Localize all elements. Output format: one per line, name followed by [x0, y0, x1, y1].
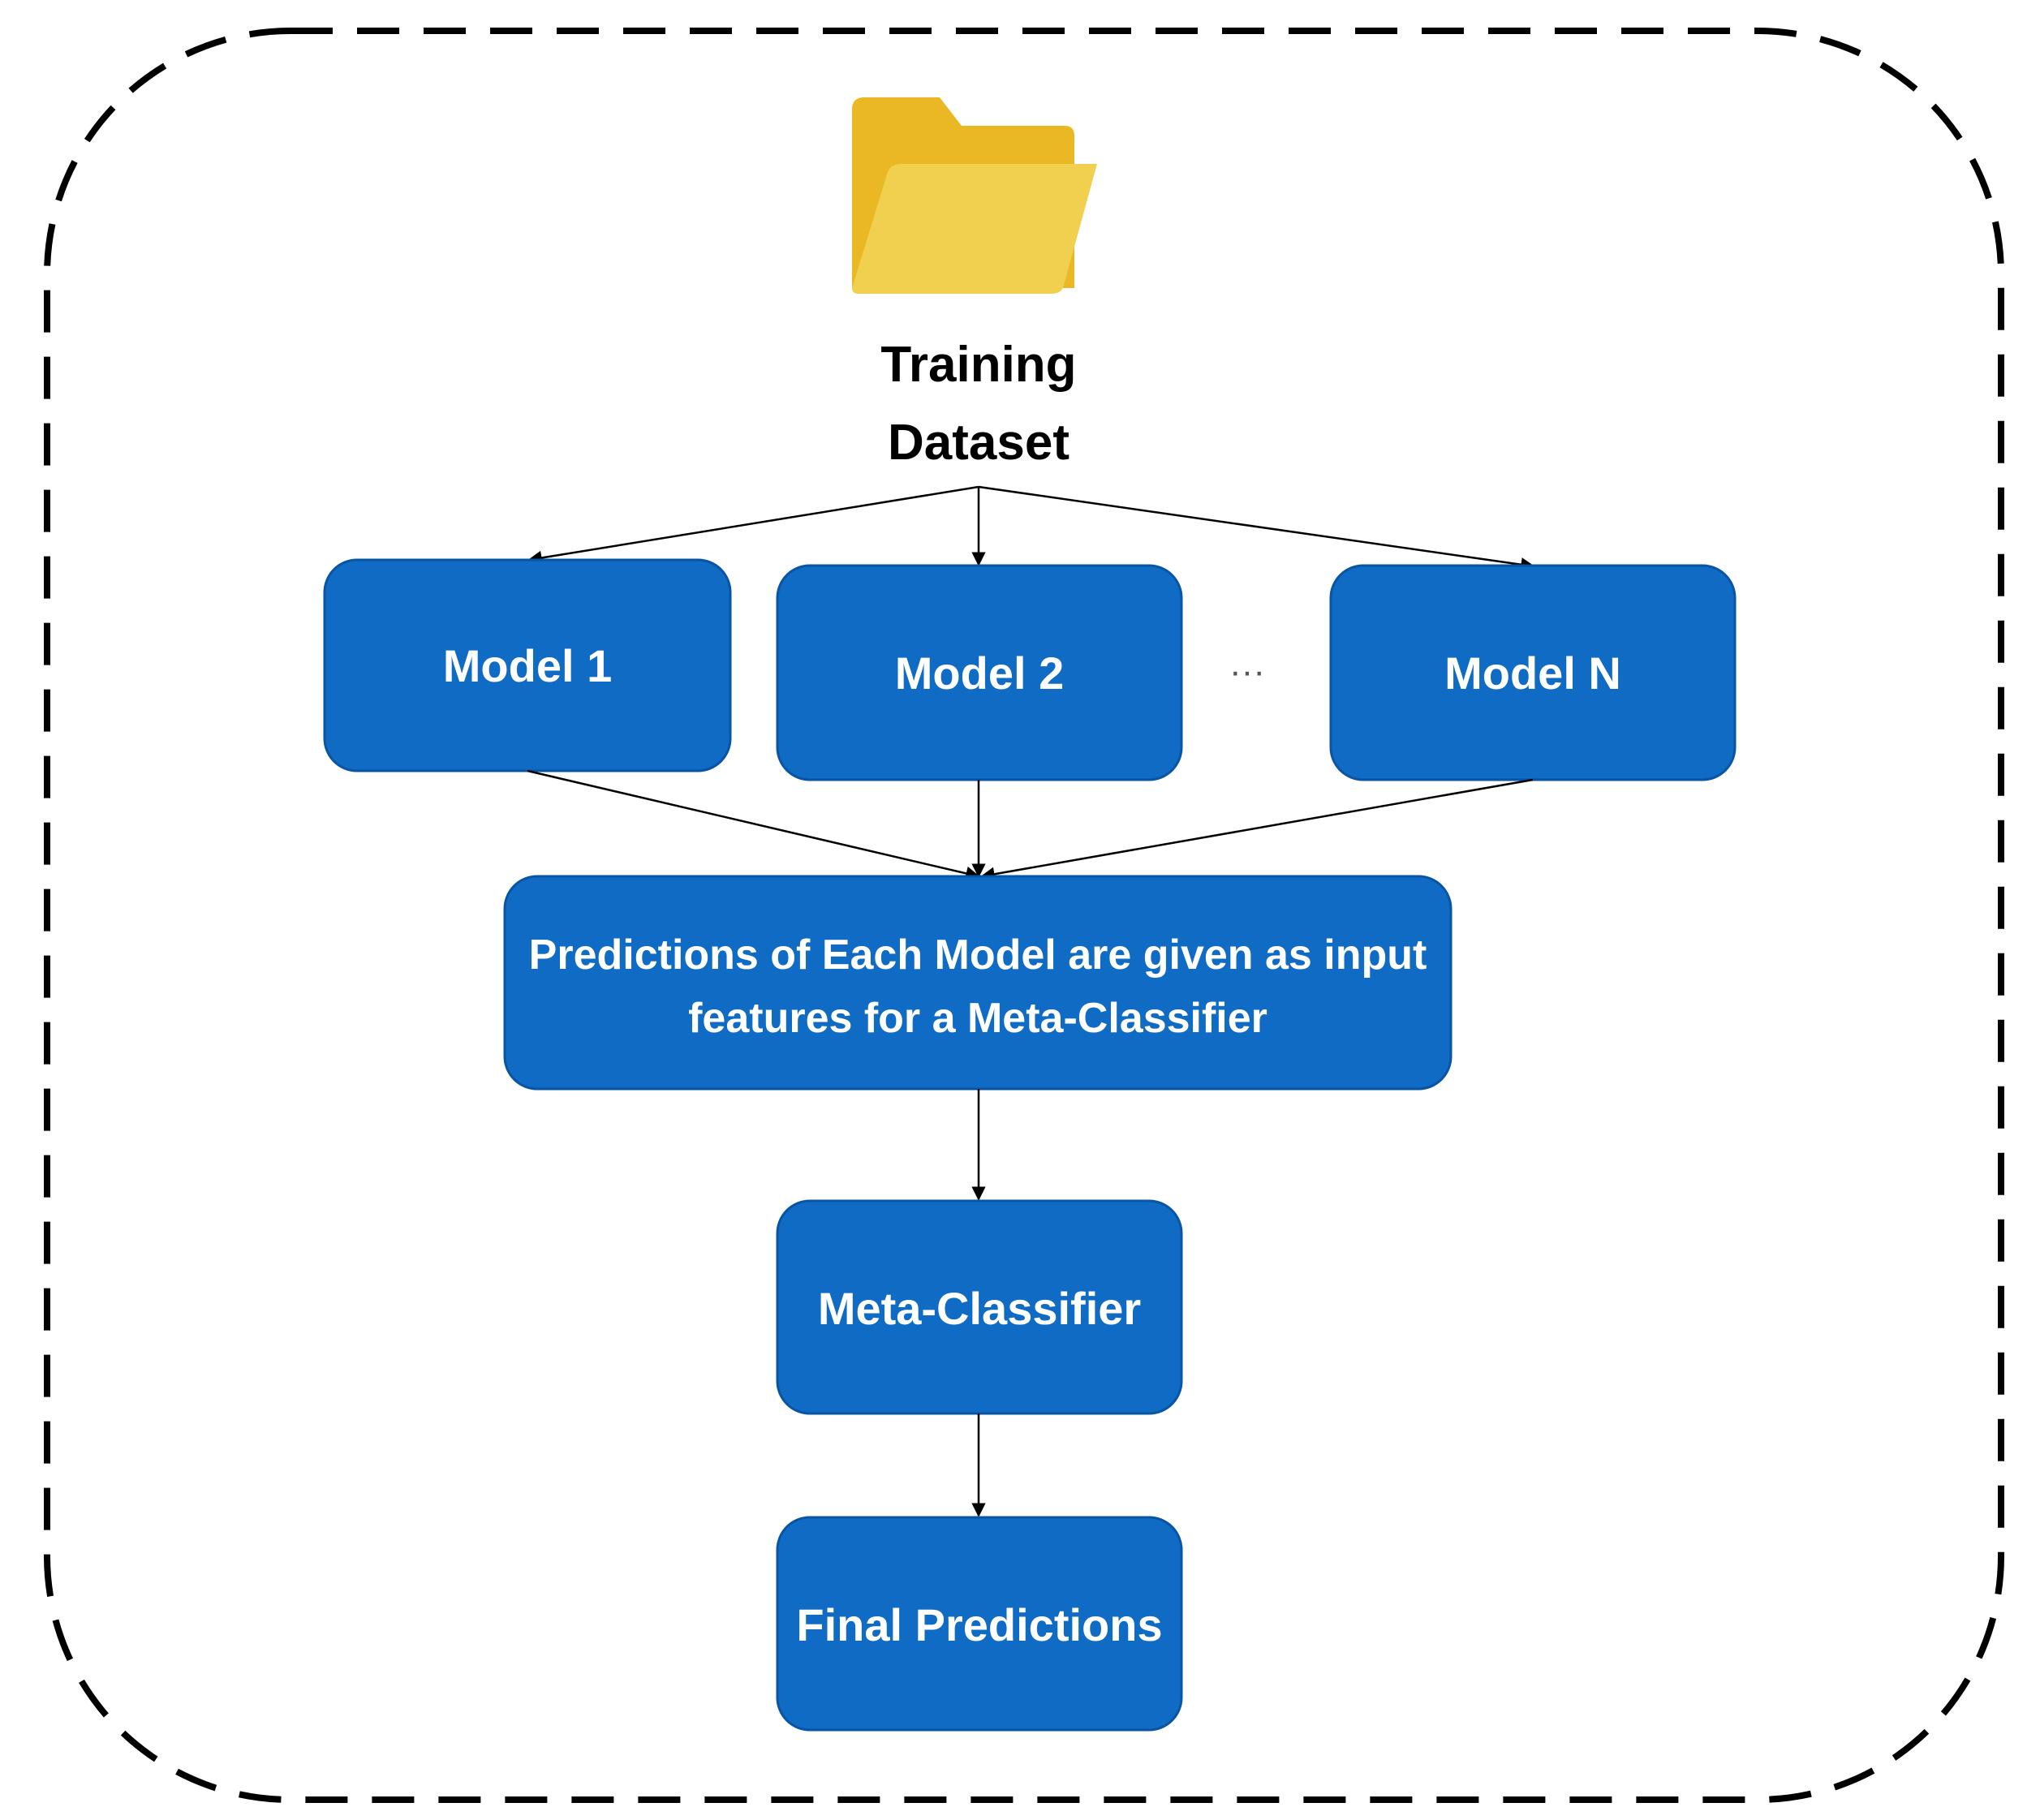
model-2-label: Model 2	[895, 648, 1064, 699]
training-dataset-label-line1: Training	[880, 337, 1076, 393]
meta-classifier-label: Meta-Classifier	[818, 1283, 1141, 1334]
folder-front-shape	[852, 164, 1097, 294]
predictions-label-line1: Predictions of Each Model are given as i…	[529, 932, 1427, 979]
arrow-dataset-to-model-1	[527, 485, 979, 566]
dashed-outer-border	[44, 28, 2004, 1803]
folder-icon	[852, 97, 1097, 294]
models-ellipsis: ···	[1229, 652, 1265, 691]
final-predictions-shape	[776, 1516, 1183, 1732]
arrow-model-n-to-predictions	[980, 778, 1534, 881]
training-dataset-label-line2: Dataset	[888, 415, 1069, 471]
model-2-box: Model 2	[776, 564, 1183, 781]
final-predictions-label: Final Predictions	[796, 1599, 1162, 1650]
predictions-box: Predictions of Each Model are given as i…	[503, 875, 1453, 1091]
model-n-label: Model N	[1444, 648, 1621, 699]
predictions-shape	[503, 875, 1453, 1091]
model-n-box: Model N	[1329, 564, 1737, 781]
arrow-dataset-to-model-n	[978, 485, 1535, 572]
model-1-label: Model 1	[443, 640, 612, 691]
predictions-label-line2: features for a Meta-Classifier	[688, 995, 1267, 1042]
meta-classifier-box: Meta-Classifier	[776, 1199, 1183, 1415]
final-predictions-box: Final Predictions	[776, 1516, 1183, 1732]
arrow-model-1-to-predictions	[527, 769, 980, 880]
model-1-box: Model 1	[323, 558, 732, 772]
